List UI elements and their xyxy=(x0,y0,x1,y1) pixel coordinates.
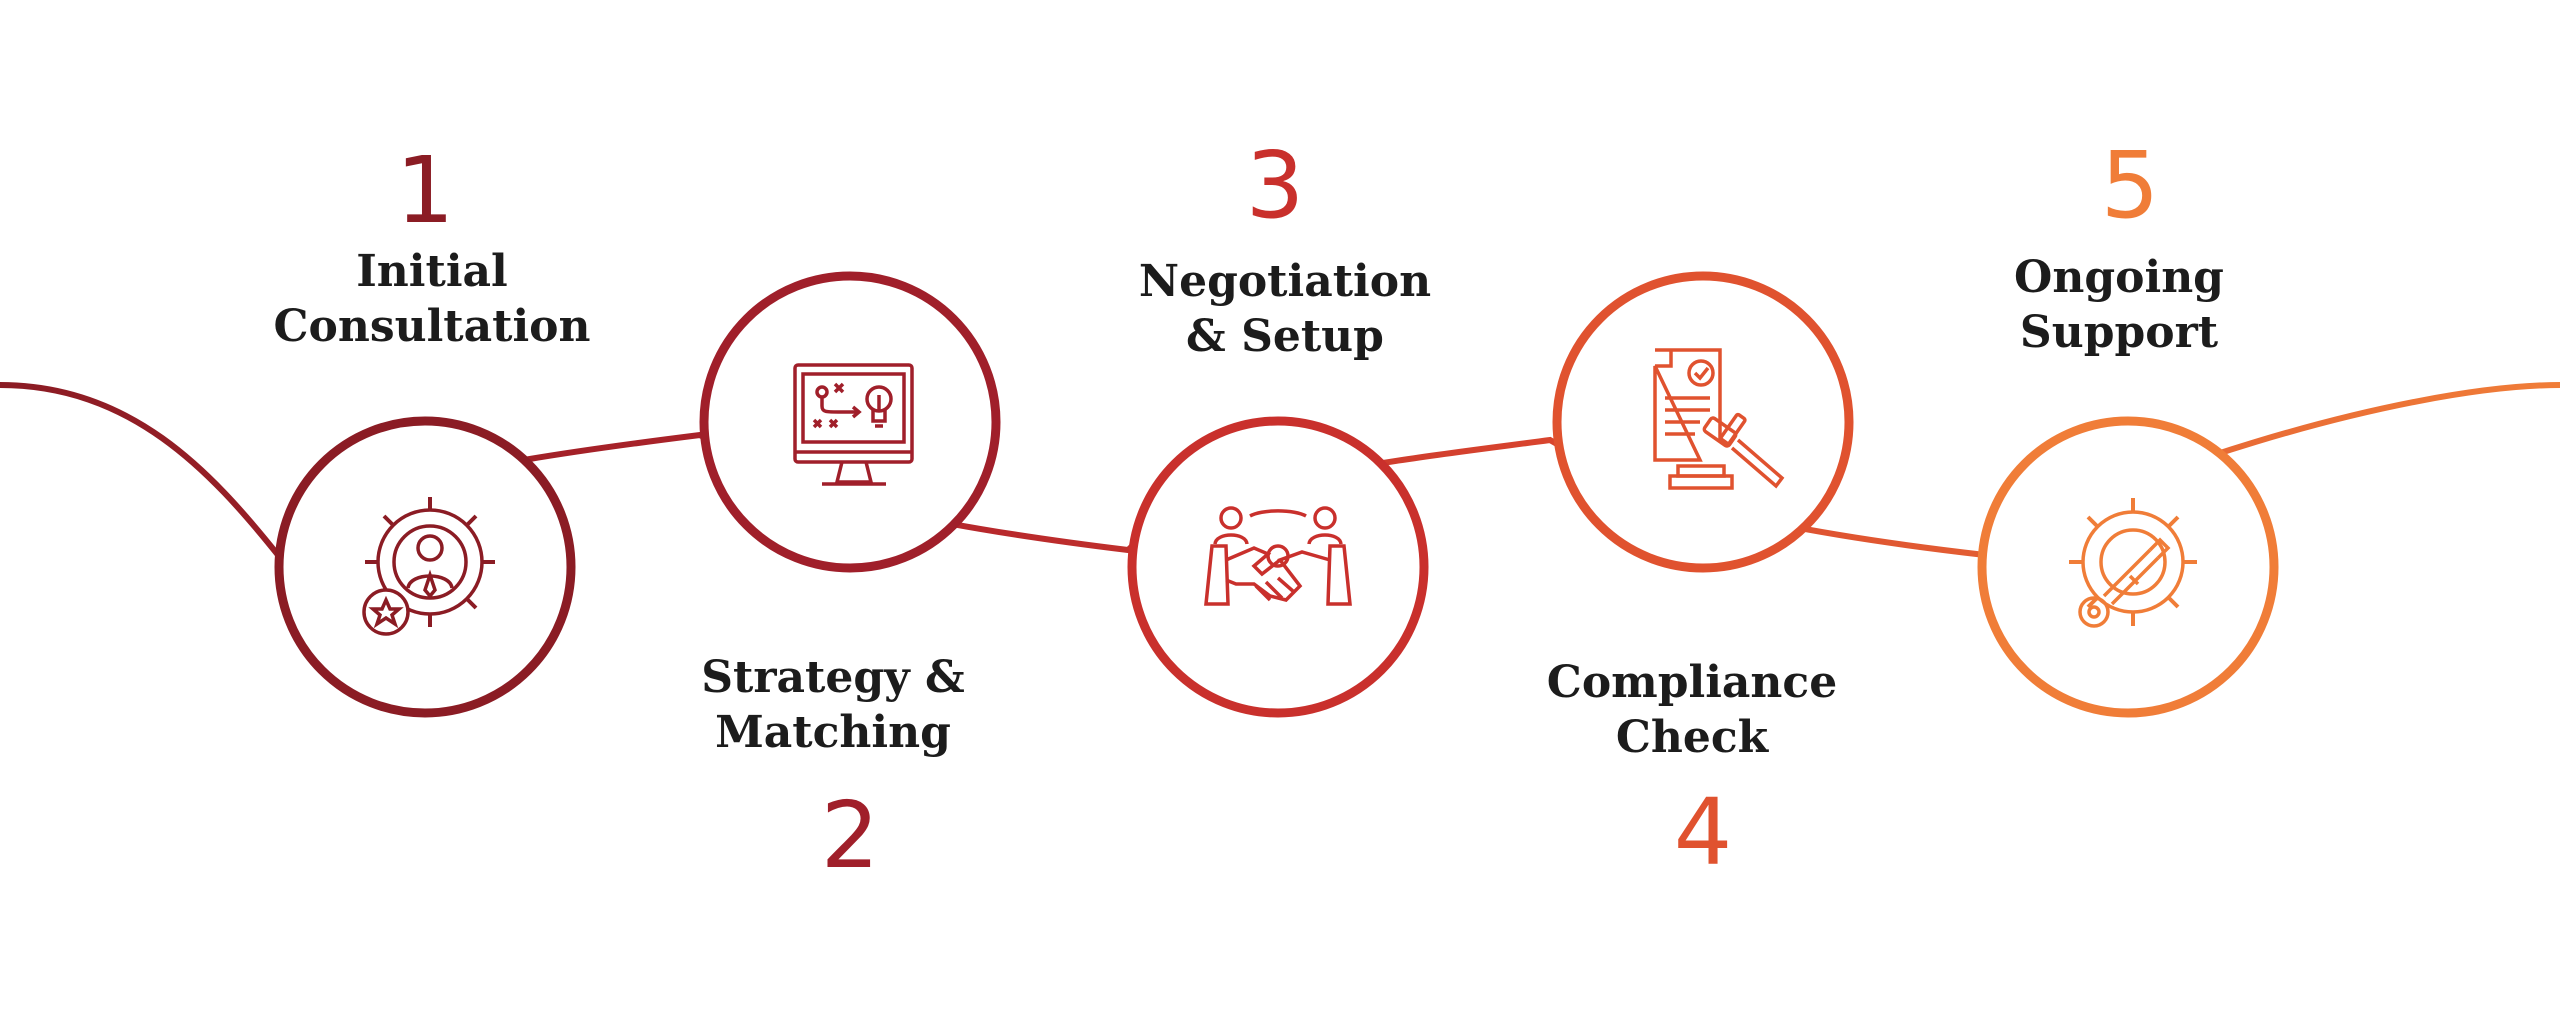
step-3-title-line1: Negotiation xyxy=(1138,256,1432,307)
step-4-title-line1: Compliance xyxy=(1546,657,1838,708)
gear-user-star-icon xyxy=(362,497,495,636)
step-4-node xyxy=(1552,271,1854,573)
step-1-title-line2: Consultation xyxy=(273,301,591,352)
monitor-strategy-idea-icon xyxy=(793,363,914,486)
step-2-title-line1: Strategy & xyxy=(701,652,965,703)
step-4-number: 4 xyxy=(1673,779,1733,886)
step-3-node xyxy=(1127,416,1429,718)
step-5-title: Ongoing Support xyxy=(1909,250,2329,360)
step-5-title-line1: Ongoing xyxy=(2014,252,2224,303)
step-2-node xyxy=(699,271,1001,573)
step-2-title: Strategy & Matching xyxy=(623,650,1043,760)
step-1-title-line1: Initial xyxy=(356,246,508,297)
handshake-team-icon xyxy=(1204,506,1352,606)
step-3-title-line2: & Setup xyxy=(1186,311,1384,362)
step-1-number: 1 xyxy=(395,137,455,244)
gear-key-icon xyxy=(2069,498,2197,628)
step-1-node xyxy=(274,416,576,718)
step-3-title: Negotiation & Setup xyxy=(1075,254,1495,364)
step-4-title-line2: Check xyxy=(1615,712,1769,763)
step-2-number: 2 xyxy=(820,782,880,889)
step-3-number: 3 xyxy=(1245,132,1305,239)
step-2-title-line2: Matching xyxy=(715,707,951,758)
step-5-number: 5 xyxy=(2100,132,2160,239)
document-gavel-icon xyxy=(1653,348,1785,490)
step-5-title-line2: Support xyxy=(2019,307,2219,358)
step-5-node xyxy=(1977,416,2279,718)
step-1-title: Initial Consultation xyxy=(222,244,642,354)
step-4-title: Compliance Check xyxy=(1482,655,1902,765)
